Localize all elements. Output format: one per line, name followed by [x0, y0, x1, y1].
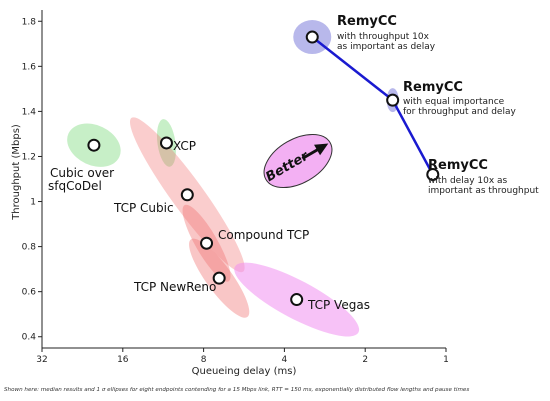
x-tick-label: 16: [117, 355, 129, 365]
y-tick-label: 1.8: [22, 17, 37, 27]
label-layer: Cubic over sfqCoDel XCP TCP Cubic Compou…: [48, 14, 539, 312]
remy-label-equal-line2: for throughput and delay: [403, 107, 516, 117]
remy-label-delay-title: RemyCC: [428, 158, 488, 173]
data-point-5: [290, 293, 304, 307]
y-tick-label: 1.6: [22, 62, 37, 72]
data-point-1: [159, 136, 173, 150]
remy-label-throughput-line1: with throughput 10x: [337, 32, 430, 42]
point-label-xcp: XCP: [173, 139, 196, 153]
point-label-tcp-newreno: TCP NewReno: [133, 280, 216, 294]
remy-label-delay-line1: with delay 10x as: [428, 176, 508, 186]
data-point-3: [200, 236, 214, 250]
point-layer: [87, 30, 440, 307]
remy-label-throughput-title: RemyCC: [337, 14, 397, 29]
x-tick-label: 32: [36, 355, 47, 365]
y-tick-label: 1.2: [22, 152, 36, 162]
x-tick-label: 4: [282, 355, 288, 365]
data-point-7: [386, 93, 400, 107]
data-point-8: [426, 167, 440, 181]
x-axis-title: Queueing delay (ms): [192, 366, 297, 377]
y-axis-title: Throughput (Mbps): [11, 124, 22, 221]
data-point-4: [212, 271, 226, 285]
data-point-6: [305, 30, 319, 44]
better-ellipse: [263, 133, 333, 189]
point-label-tcp-vegas: TCP Vegas: [307, 298, 370, 312]
better-annotation: Better: [263, 133, 333, 189]
remy-label-throughput-line2: as important as delay: [337, 42, 436, 52]
data-point-2: [180, 188, 194, 202]
y-tick-label: 0.4: [22, 333, 37, 343]
point-label-cubic-codel-line2: sfqCoDel: [48, 179, 102, 193]
chart-caption: Shown here: median results and 1 σ ellip…: [4, 387, 470, 393]
data-point-0: [87, 138, 101, 152]
x-tick-label: 1: [443, 355, 449, 365]
y-tick-label: 1: [30, 198, 36, 208]
y-tick-label: 0.6: [22, 288, 37, 298]
tick-layer: 32 16 8 4 2 1 0.4 0.6 0.8 1 1.2 1.4 1.6 1.8: [22, 17, 449, 365]
better-arrow-icon: [301, 143, 329, 160]
y-tick-label: 1.4: [22, 107, 37, 117]
point-label-compound-tcp: Compound TCP: [218, 228, 309, 242]
remy-label-equal-title: RemyCC: [403, 80, 463, 95]
remy-label-delay-line2: important as throughput: [428, 186, 539, 196]
remy-label-equal-line1: with equal importance: [403, 97, 505, 107]
point-label-tcp-cubic: TCP Cubic: [113, 201, 174, 215]
y-tick-label: 0.8: [22, 243, 37, 253]
x-tick-label: 8: [201, 355, 207, 365]
point-label-cubic-codel-line1: Cubic over: [50, 166, 114, 180]
x-tick-label: 2: [362, 355, 368, 365]
